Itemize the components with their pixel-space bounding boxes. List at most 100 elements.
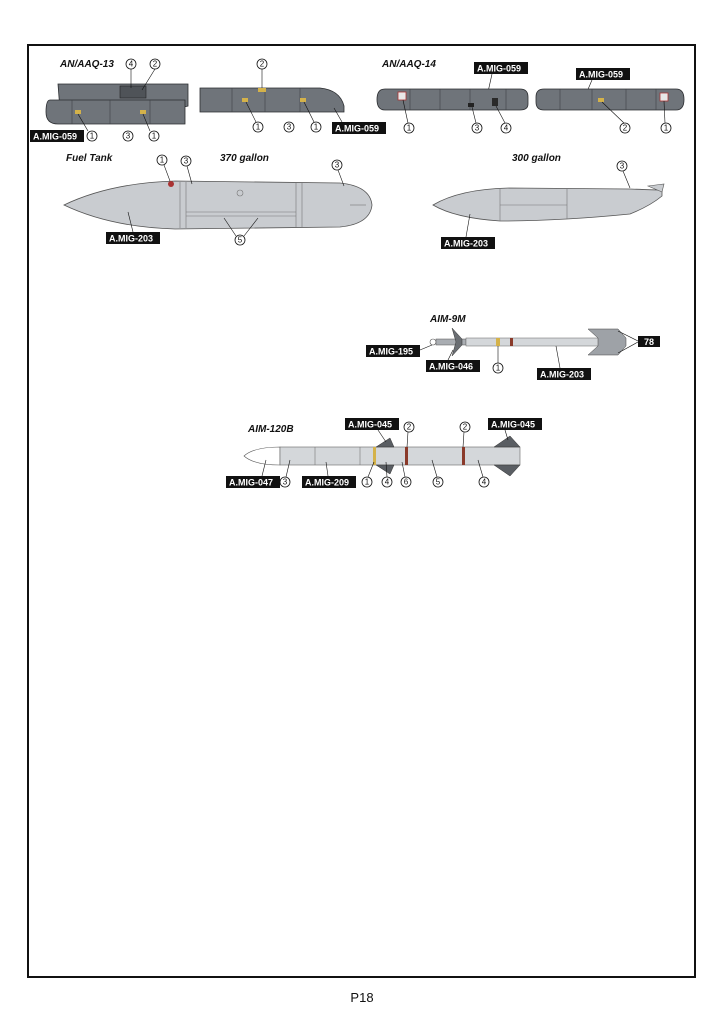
svg-text:3: 3 xyxy=(126,132,131,141)
callout-aim120-4a: 4 xyxy=(381,476,393,488)
svg-text:A.MIG-209: A.MIG-209 xyxy=(305,478,349,488)
tag-aim120-nose: A.MIG-047 xyxy=(226,476,280,488)
callout-aim9-1: 1 xyxy=(492,362,504,374)
callout-aaq13r-1a: 1 xyxy=(252,121,264,133)
svg-text:4: 4 xyxy=(129,60,134,69)
tag-aim9-fin: A.MIG-046 xyxy=(426,360,480,372)
svg-text:4: 4 xyxy=(385,478,390,487)
tag-aim120-fin-rear: A.MIG-045 xyxy=(488,418,542,430)
title-300-gallon: 300 gallon xyxy=(512,153,561,164)
callout-aaq13-1a: 1 xyxy=(86,130,98,142)
svg-text:A.MIG-047: A.MIG-047 xyxy=(229,478,273,488)
callout-aim120-2b: 2 xyxy=(459,421,471,433)
callout-aaq13r-2: 2 xyxy=(256,58,268,70)
title-aaq14: AN/AAQ-14 xyxy=(381,59,436,70)
svg-text:1: 1 xyxy=(664,124,669,133)
callout-aaq14-1: 1 xyxy=(403,122,415,134)
svg-text:1: 1 xyxy=(407,124,412,133)
callout-aaq14-3: 3 xyxy=(471,122,483,134)
svg-text:1: 1 xyxy=(160,156,165,165)
aim120b-missile xyxy=(243,435,521,477)
svg-text:1: 1 xyxy=(496,364,501,373)
svg-text:2: 2 xyxy=(463,423,468,432)
page-frame xyxy=(27,44,696,978)
svg-text:3: 3 xyxy=(335,161,340,170)
tag-tank-370: A.MIG-203 xyxy=(106,232,160,244)
callout-aaq13-3: 3 xyxy=(122,130,134,142)
tag-aim9-body: A.MIG-203 xyxy=(537,368,591,380)
svg-text:A.MIG-046: A.MIG-046 xyxy=(429,362,473,372)
aaq14-pod-right xyxy=(535,88,685,111)
callout-300-3: 3 xyxy=(616,160,628,172)
callout-aim120-2a: 2 xyxy=(403,421,415,433)
svg-text:A.MIG-059: A.MIG-059 xyxy=(335,124,379,134)
svg-text:78: 78 xyxy=(644,337,654,347)
decal-78: 78 xyxy=(638,336,660,347)
svg-text:A.MIG-059: A.MIG-059 xyxy=(477,64,521,74)
tag-tank-300: A.MIG-203 xyxy=(441,237,495,249)
svg-text:2: 2 xyxy=(407,423,412,432)
page-number: P18 xyxy=(350,990,374,1005)
svg-text:1: 1 xyxy=(256,123,261,132)
title-fuel-tank: Fuel Tank xyxy=(66,153,113,164)
callout-aim120-1: 1 xyxy=(361,476,373,488)
callout-370-5: 5 xyxy=(234,234,246,246)
callout-aaq14-4: 4 xyxy=(500,122,512,134)
svg-text:3: 3 xyxy=(287,123,292,132)
callout-aaq13-2: 2 xyxy=(149,58,161,70)
svg-text:1: 1 xyxy=(365,478,370,487)
title-aim120b: AIM-120B xyxy=(247,424,294,435)
svg-text:3: 3 xyxy=(283,478,288,487)
tag-aaq14-right: A.MIG-059 xyxy=(576,68,630,80)
tag-aaq13-left: A.MIG-059 xyxy=(30,130,84,142)
title-aim9m: AIM-9M xyxy=(429,314,466,325)
svg-text:6: 6 xyxy=(404,478,409,487)
aaq13-pod-left xyxy=(45,83,189,125)
svg-text:2: 2 xyxy=(623,124,628,133)
svg-text:1: 1 xyxy=(90,132,95,141)
callout-370-1: 1 xyxy=(156,154,168,166)
svg-text:A.MIG-195: A.MIG-195 xyxy=(369,347,413,357)
callout-370-3a: 3 xyxy=(180,155,192,167)
svg-text:4: 4 xyxy=(504,124,509,133)
svg-text:3: 3 xyxy=(184,157,189,166)
svg-text:3: 3 xyxy=(620,162,625,171)
svg-text:5: 5 xyxy=(238,236,243,245)
svg-text:A.MIG-045: A.MIG-045 xyxy=(348,420,392,430)
callout-aaq14r-2: 2 xyxy=(619,122,631,134)
svg-text:4: 4 xyxy=(482,478,487,487)
svg-text:A.MIG-059: A.MIG-059 xyxy=(579,70,623,80)
svg-text:A.MIG-203: A.MIG-203 xyxy=(109,234,153,244)
svg-text:1: 1 xyxy=(152,132,157,141)
svg-text:2: 2 xyxy=(260,60,265,69)
callout-aim120-3: 3 xyxy=(279,476,291,488)
tag-aim120-body: A.MIG-209 xyxy=(302,476,356,488)
callout-aim120-6: 6 xyxy=(400,476,412,488)
aaq14-pod-left xyxy=(376,88,529,111)
tag-aim120-fin-front: A.MIG-045 xyxy=(345,418,399,430)
tag-aaq14-left: A.MIG-059 xyxy=(474,62,528,74)
callout-aaq14r-1: 1 xyxy=(660,122,672,134)
svg-text:A.MIG-203: A.MIG-203 xyxy=(540,370,584,380)
svg-text:3: 3 xyxy=(475,124,480,133)
aaq13-pod-right xyxy=(199,87,345,113)
svg-text:A.MIG-045: A.MIG-045 xyxy=(491,420,535,430)
callout-aaq13-1b: 1 xyxy=(148,130,160,142)
svg-text:2: 2 xyxy=(153,60,158,69)
svg-text:A.MIG-059: A.MIG-059 xyxy=(33,132,77,142)
aim9m-missile xyxy=(429,327,627,357)
callout-aim120-4b: 4 xyxy=(478,476,490,488)
title-aaq13: AN/AAQ-13 xyxy=(59,59,114,70)
svg-text:A.MIG-203: A.MIG-203 xyxy=(444,239,488,249)
svg-text:1: 1 xyxy=(314,123,319,132)
tag-aaq13-right: A.MIG-059 xyxy=(332,122,386,134)
tank-300 xyxy=(432,183,665,222)
callout-aim120-5: 5 xyxy=(432,476,444,488)
tag-aim9-nose: A.MIG-195 xyxy=(366,345,420,357)
svg-text:5: 5 xyxy=(436,478,441,487)
callout-aaq13r-3: 3 xyxy=(283,121,295,133)
callout-aaq13-4: 4 xyxy=(125,58,137,70)
title-370-gallon: 370 gallon xyxy=(220,153,269,164)
tank-370 xyxy=(63,180,373,230)
